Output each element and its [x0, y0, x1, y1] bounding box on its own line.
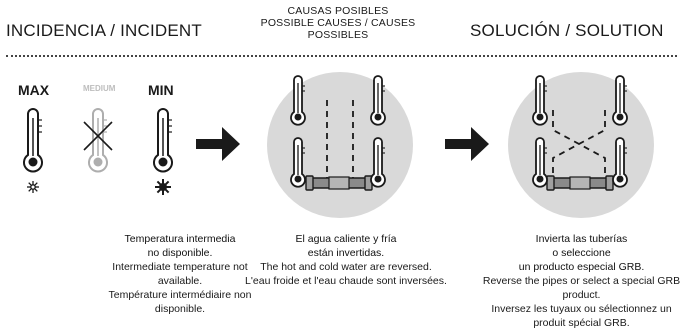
cross-icon	[83, 121, 113, 151]
cause-caption-fr: L'eau froide et l'eau chaude sont invers…	[245, 275, 447, 287]
incident-caption-es-1: Temperatura intermedia	[124, 233, 236, 245]
solution-caption-en: Reverse the pipes or select a special GR…	[482, 275, 681, 301]
cause-caption-es-2: están invertidas.	[307, 247, 385, 259]
causes-heading: CAUSAS POSIBLES POSSIBLE CAUSES / CAUSES…	[260, 5, 416, 41]
medium-label: MEDIUM	[83, 84, 116, 93]
solution-caption-es-1: Invierta las tuberías	[535, 233, 628, 245]
max-label: MAX	[18, 82, 50, 98]
arrow-right-icon	[196, 127, 240, 161]
solution-caption-es-3: un producto especial GRB.	[518, 261, 645, 273]
cause-caption-en: The hot and cold water are reversed.	[260, 261, 432, 273]
cause-thermometer-icon	[290, 75, 306, 126]
sun-icon	[155, 179, 171, 195]
snowflake-icon	[27, 181, 39, 193]
arrow-right-icon	[445, 127, 489, 161]
incident-heading: INCIDENCIA / INCIDENT	[6, 21, 202, 40]
incident-caption-fr: Température intermédiaire non disponible…	[108, 289, 252, 315]
cause-thermometer-icon	[370, 137, 386, 188]
cause-circle	[267, 72, 413, 218]
max-thermometer-icon	[23, 108, 43, 173]
dotted-divider	[6, 55, 677, 57]
solution-caption-fr: Inversez les tuyaux ou sélectionnez un p…	[491, 303, 672, 329]
cause-thermometer-icon	[370, 75, 386, 126]
solution-caption-es-2: o seleccione	[552, 247, 611, 259]
solution-caption: Invierta las tuberías o seleccione un pr…	[480, 232, 683, 330]
min-label: MIN	[148, 82, 174, 98]
solution-heading: SOLUCIÓN / SOLUTION	[470, 21, 664, 40]
incident-caption-es-2: no disponible.	[147, 247, 213, 259]
cause-caption-es-1: El agua caliente y fría	[295, 233, 397, 245]
medium-thermometer-icon	[88, 108, 108, 173]
cause-thermometer-icon	[290, 137, 306, 188]
cause-caption: El agua caliente y fría están invertidas…	[232, 232, 460, 288]
incident-caption-en: Intermediate temperature not available.	[112, 261, 248, 287]
cause-mixer-valve-icon	[305, 175, 373, 191]
solution-mixer-valve-icon	[546, 175, 614, 191]
incident-caption: Temperatura intermedia no disponible. In…	[104, 232, 256, 316]
min-thermometer-icon	[153, 108, 173, 173]
solution-circle	[508, 72, 654, 218]
